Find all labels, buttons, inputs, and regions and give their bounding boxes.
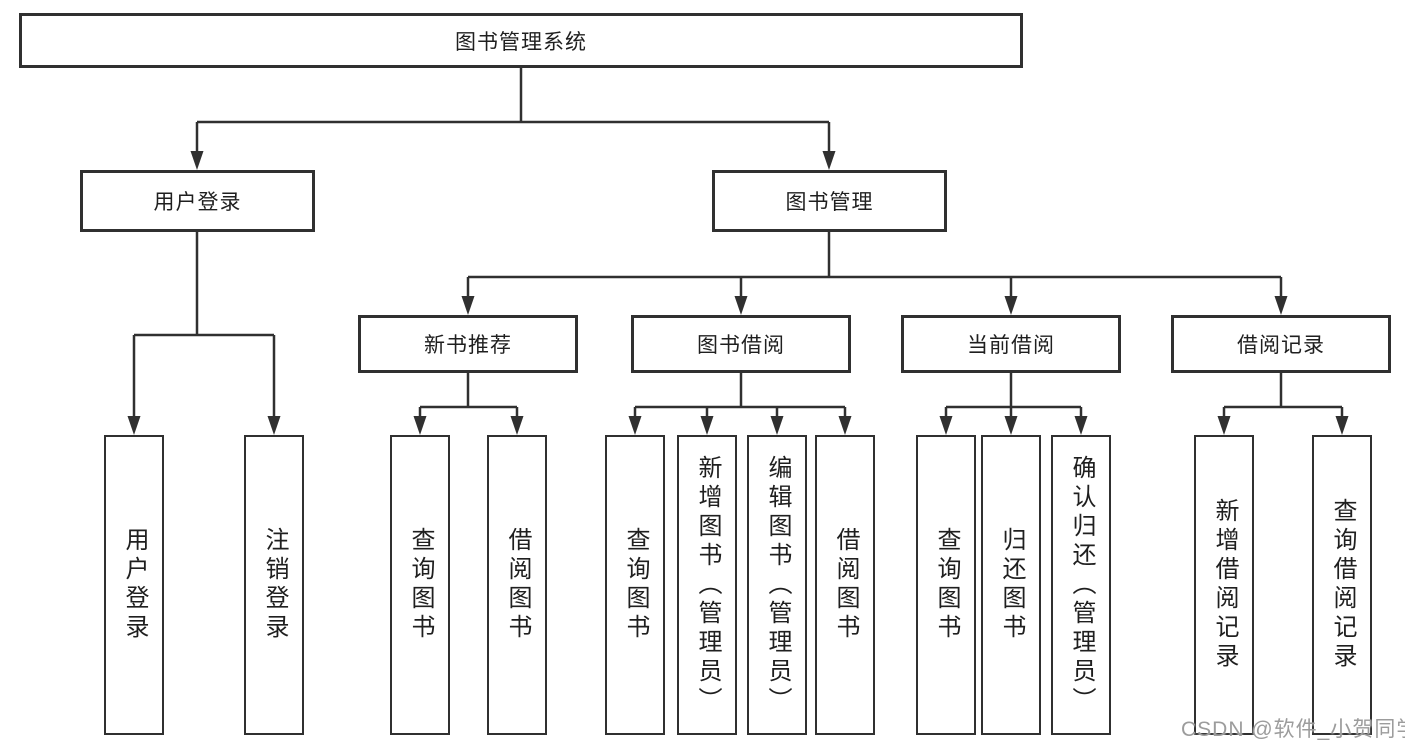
node-borrowing-records: 借阅记录 <box>1171 315 1391 373</box>
node-book-borrowing: 图书借阅 <box>631 315 851 373</box>
leaf-borrowing-borrow-books-label: 借阅图书 <box>832 527 859 643</box>
leaf-borrowing-query-books-label: 查询图书 <box>622 527 649 643</box>
leaf-recommend-borrow-books: 借阅图书 <box>487 435 547 735</box>
leaf-add-borrow-record: 新增借阅记录 <box>1194 435 1254 735</box>
leaf-recommend-query-books: 查询图书 <box>390 435 450 735</box>
node-current-borrowing-label: 当前借阅 <box>967 334 1055 357</box>
csdn-watermark: CSDN @软件_小贺同学 <box>1181 718 1405 741</box>
leaf-add-borrow-record-label: 新增借阅记录 <box>1211 498 1238 672</box>
node-current-borrowing: 当前借阅 <box>901 315 1121 373</box>
leaf-recommend-borrow-books-label: 借阅图书 <box>504 527 531 643</box>
leaf-return-books: 归还图书 <box>981 435 1041 735</box>
node-new-book-recommend: 新书推荐 <box>358 315 578 373</box>
leaf-recommend-query-books-label: 查询图书 <box>407 527 434 643</box>
leaf-edit-books-admin-label: 编辑图书（管理员） <box>764 454 791 716</box>
leaf-query-borrow-record-label: 查询借阅记录 <box>1329 498 1356 672</box>
leaf-add-books-admin-label: 新增图书（管理员） <box>694 454 721 716</box>
node-root-system: 图书管理系统 <box>19 13 1023 68</box>
node-book-borrowing-label: 图书借阅 <box>697 334 785 357</box>
node-root-label: 图书管理系统 <box>455 30 587 54</box>
leaf-borrowing-query-books: 查询图书 <box>605 435 665 735</box>
leaf-user-login: 用户登录 <box>104 435 164 735</box>
leaf-logout-label: 注销登录 <box>261 527 288 643</box>
node-new-book-recommend-label: 新书推荐 <box>424 334 512 357</box>
node-book-management-label: 图书管理 <box>785 191 874 214</box>
leaf-confirm-return-admin: 确认归还（管理员） <box>1051 435 1111 735</box>
leaf-logout: 注销登录 <box>244 435 304 735</box>
node-borrowing-records-label: 借阅记录 <box>1237 334 1325 357</box>
leaf-return-books-label: 归还图书 <box>998 527 1025 643</box>
leaf-borrowing-borrow-books: 借阅图书 <box>815 435 875 735</box>
leaf-add-books-admin: 新增图书（管理员） <box>677 435 737 735</box>
leaf-current-query-books-label: 查询图书 <box>933 527 960 643</box>
leaf-edit-books-admin: 编辑图书（管理员） <box>747 435 807 735</box>
leaf-current-query-books: 查询图书 <box>916 435 976 735</box>
node-book-management: 图书管理 <box>712 170 947 232</box>
leaf-query-borrow-record: 查询借阅记录 <box>1312 435 1372 735</box>
node-user-login-label: 用户登录 <box>153 191 242 214</box>
leaf-confirm-return-admin-label: 确认归还（管理员） <box>1068 454 1095 716</box>
node-user-login: 用户登录 <box>80 170 315 232</box>
leaf-user-login-label: 用户登录 <box>121 527 148 643</box>
